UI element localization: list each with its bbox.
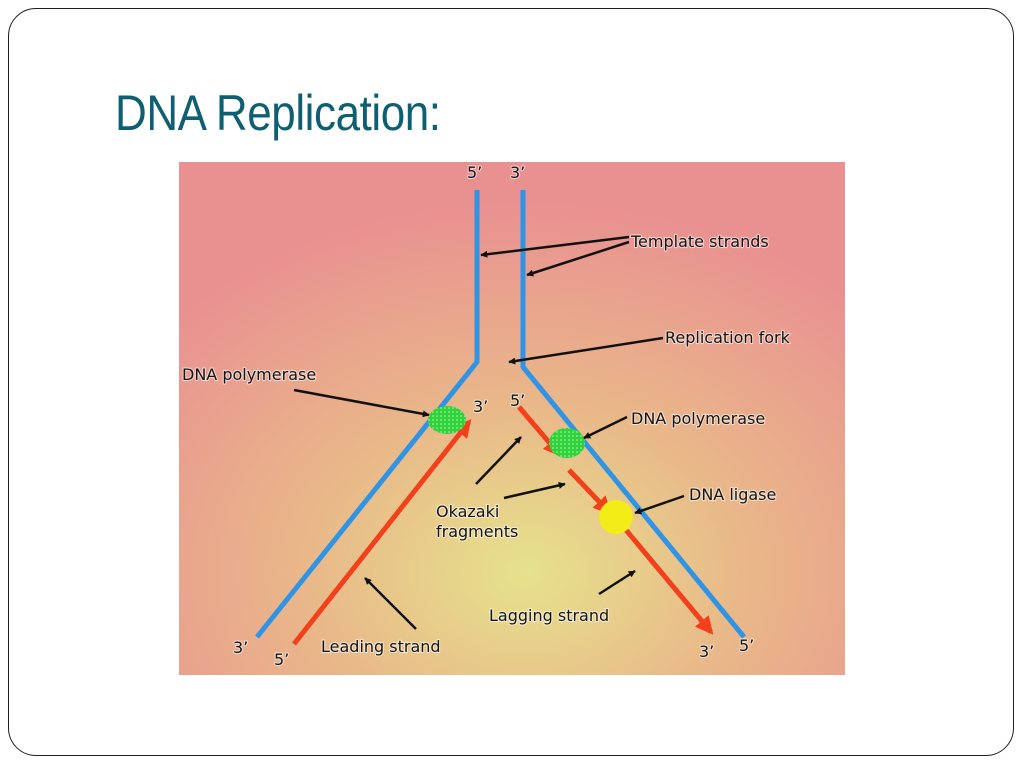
label-dna-polymerase-left: DNA polymerase (182, 365, 316, 384)
arrow-polymerase-left (293, 388, 430, 418)
label-template-strands: Template strands (630, 232, 769, 251)
label-replication-fork: Replication fork (665, 328, 791, 347)
label-okazaki-line1: Okazaki (436, 502, 499, 521)
pointer-arrows (293, 235, 685, 630)
okazaki-fragment-3 (619, 522, 714, 635)
label-lagging-strand: Lagging strand (489, 606, 609, 625)
dna-replication-diagram: Template strands Replication fork DNA po… (179, 162, 845, 675)
arrow-okazaki-2 (503, 481, 566, 500)
end-bottom-left-blue: 3’ (233, 638, 248, 657)
slide-frame (8, 8, 1014, 756)
arrow-replication-fork (508, 336, 664, 365)
dna-ligase-icon (599, 500, 633, 534)
diagram-background (179, 162, 845, 675)
arrow-ligase (634, 494, 685, 515)
label-dna-polymerase-right: DNA polymerase (631, 409, 765, 428)
label-dna-ligase: DNA ligase (689, 485, 776, 504)
template-strand-left (255, 190, 480, 639)
label-okazaki-line2: fragments (436, 522, 518, 541)
end-top-right: 3’ (510, 163, 525, 182)
arrow-leading (364, 577, 417, 630)
arrow-polymerase-right (583, 415, 628, 440)
arrow-okazaki-1 (475, 436, 522, 485)
label-leading-strand: Leading strand (321, 637, 441, 656)
arrow-lagging (598, 569, 636, 596)
arrow-template-right (526, 240, 630, 277)
end-bottom-right-blue: 5’ (739, 636, 754, 655)
end-fork-left: 3’ (473, 397, 488, 416)
slide-title: DNA Replication: (115, 85, 441, 141)
end-bottom-right-red: 3’ (699, 642, 714, 661)
end-top-left: 5’ (467, 163, 482, 182)
arrow-template-left (480, 235, 630, 258)
dna-polymerase-right-icon (549, 428, 585, 458)
okazaki-fragment-2 (567, 468, 612, 515)
end-fork-right: 5’ (510, 391, 525, 410)
end-bottom-left-red: 5’ (274, 650, 289, 669)
leading-strand (292, 419, 472, 646)
dna-polymerase-left-icon (428, 406, 466, 434)
